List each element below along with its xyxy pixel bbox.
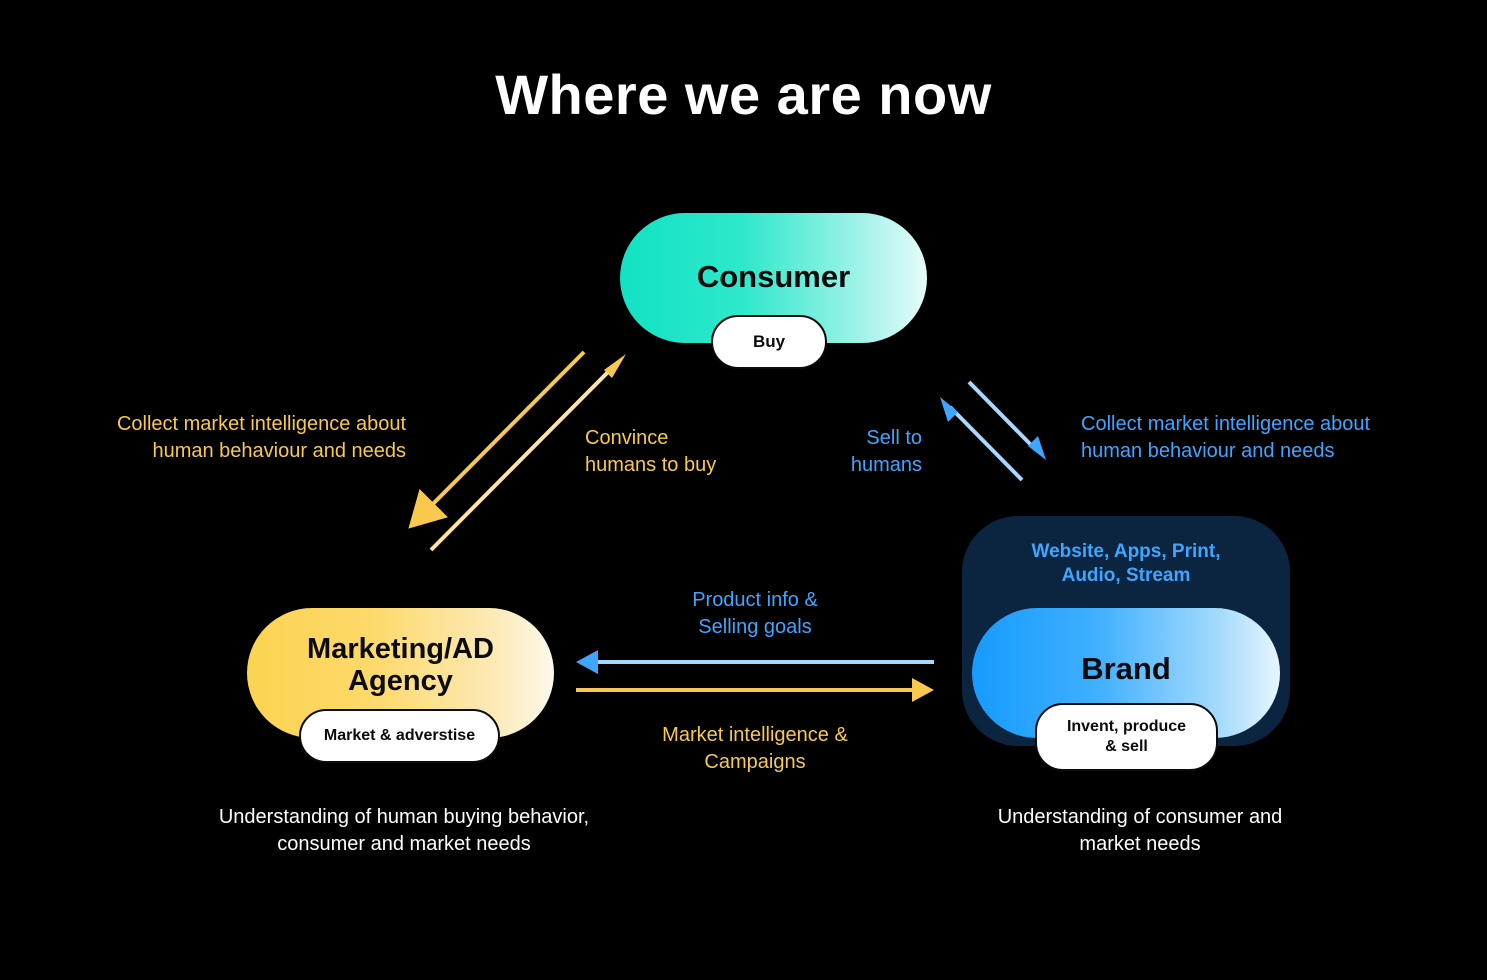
consumer-label: Consumer [696, 259, 851, 294]
brand-channels: Website, Apps, Print, Audio, Stream [1031, 541, 1221, 586]
label-collect-intel-left: Collect market intelligence about human … [116, 413, 406, 462]
label-sell: Sell to humans [850, 427, 922, 476]
brand-tag: Invent, produce & sell [1035, 703, 1218, 771]
label-convince: Convince humans to buy [585, 427, 717, 476]
brand-description: Understanding of consumer and market nee… [997, 806, 1283, 855]
arrowhead-consumer-to-brand [1028, 436, 1046, 460]
label-market-intel: Market intelligence & Campaigns [662, 724, 848, 773]
arrowhead-brand-to-consumer [940, 397, 958, 422]
arrowhead-agency-to-brand [912, 678, 934, 702]
arrowhead-agency-to-consumer [604, 354, 626, 378]
arrow-consumer-to-brand [967, 380, 1038, 452]
brand-label: Brand [1081, 651, 1171, 686]
label-product-info: Product info & Selling goals [692, 589, 818, 638]
arrow-agency-to-consumer [429, 362, 618, 552]
consumer-tag: Buy [711, 315, 827, 369]
diagram-title: Where we are now [495, 63, 992, 126]
agency-description: Understanding of human buying behavior, … [218, 806, 590, 855]
arrowhead-brand-to-agency [576, 650, 598, 674]
label-collect-intel-right: Collect market intelligence about human … [1081, 413, 1371, 462]
agency-label: Marketing/AD Agency [307, 633, 494, 697]
arrow-consumer-to-agency [408, 350, 586, 529]
agency-tag: Market & adverstise [299, 709, 500, 763]
arrow-brand-to-consumer [948, 405, 1024, 482]
